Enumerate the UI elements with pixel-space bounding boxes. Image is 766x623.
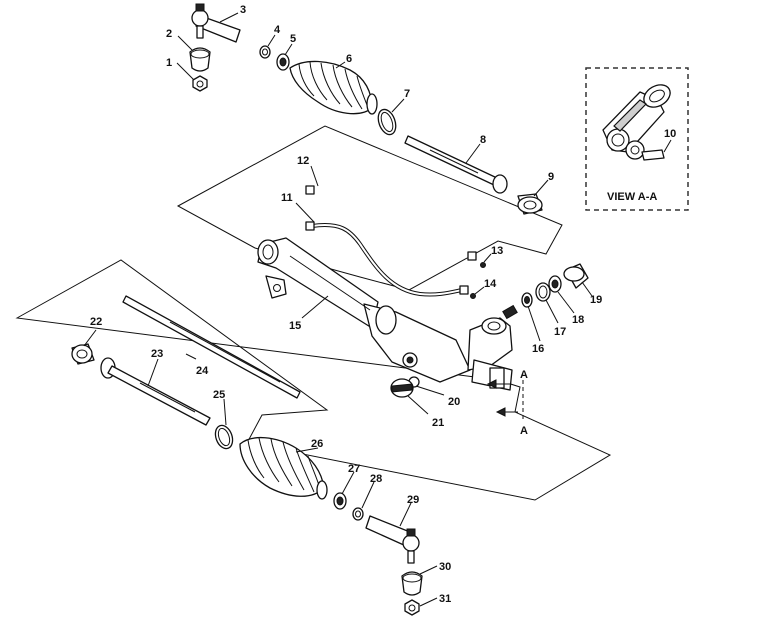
callout-3: 3 bbox=[240, 4, 246, 16]
callout-24: 24 bbox=[196, 365, 209, 377]
callout-2: 2 bbox=[166, 28, 172, 40]
callout-20: 20 bbox=[448, 396, 460, 408]
callout-4: 4 bbox=[274, 24, 281, 36]
callout-21: 21 bbox=[432, 417, 444, 429]
callout-19: 19 bbox=[590, 294, 602, 306]
view-a-a-label: VIEW A-A bbox=[607, 191, 657, 203]
boot-clamp-large-upper bbox=[377, 108, 397, 136]
rack-bellows-boot-upper bbox=[289, 60, 378, 115]
hydraulic-line-lower bbox=[305, 221, 469, 297]
rack-bellows-boot-lower bbox=[239, 437, 328, 500]
view-a-a-frame bbox=[585, 67, 689, 211]
callout-13: 13 bbox=[491, 245, 503, 257]
section-arrows bbox=[486, 379, 524, 420]
section-marker-bottom: A bbox=[520, 425, 528, 437]
jam-nut-lower bbox=[352, 507, 364, 521]
callout-1: 1 bbox=[166, 57, 172, 69]
castle-nut-lower bbox=[404, 599, 420, 616]
callout-labels: 1 2 3 4 5 6 7 8 9 10 11 12 13 14 15 16 1… bbox=[90, 4, 676, 605]
boot-clamp-small-lower bbox=[333, 492, 347, 510]
callout-29: 29 bbox=[407, 494, 419, 506]
inner-tie-rod-lower bbox=[100, 357, 211, 426]
rack-bushing-upper bbox=[517, 193, 543, 215]
valve-housing-detail bbox=[602, 84, 671, 161]
section-marker-top: A bbox=[520, 369, 528, 381]
callout-17: 17 bbox=[554, 326, 566, 338]
o-ring-14 bbox=[470, 293, 476, 299]
ball-stud-boot-upper bbox=[189, 47, 211, 72]
rack-housing bbox=[257, 237, 518, 391]
snap-ring-17 bbox=[535, 282, 551, 302]
hydraulic-line-upper bbox=[305, 185, 477, 264]
o-ring-13 bbox=[480, 262, 486, 268]
callout-25: 25 bbox=[213, 389, 225, 401]
steering-rack bbox=[122, 295, 301, 399]
boot-clamp-large-lower bbox=[214, 424, 234, 450]
adjuster-cap-21 bbox=[390, 378, 414, 398]
callout-27: 27 bbox=[348, 463, 360, 475]
rack-bushing-lower bbox=[71, 343, 95, 365]
callout-26: 26 bbox=[311, 438, 323, 450]
boot-clamp-small-upper bbox=[276, 53, 290, 71]
callout-5: 5 bbox=[290, 33, 296, 45]
castle-nut-upper bbox=[192, 75, 208, 92]
inner-tie-rod-upper bbox=[404, 135, 508, 194]
outer-tie-rod-end-lower bbox=[365, 515, 420, 564]
callout-23: 23 bbox=[151, 348, 163, 360]
callout-31: 31 bbox=[439, 593, 451, 605]
callout-8: 8 bbox=[480, 134, 486, 146]
callout-16: 16 bbox=[532, 343, 544, 355]
callout-14: 14 bbox=[484, 278, 497, 290]
pinion-bearing-18 bbox=[548, 275, 562, 293]
callout-30: 30 bbox=[439, 561, 451, 573]
callout-18: 18 bbox=[572, 314, 584, 326]
callout-11: 11 bbox=[281, 192, 293, 204]
callout-10: 10 bbox=[664, 128, 676, 140]
callout-6: 6 bbox=[346, 53, 352, 65]
ball-stud-boot-lower bbox=[401, 571, 423, 596]
dust-cap-19 bbox=[563, 263, 589, 289]
callout-7: 7 bbox=[404, 88, 410, 100]
callout-28: 28 bbox=[370, 473, 382, 485]
pinion-seal-16 bbox=[521, 292, 533, 308]
lower-reference-plane bbox=[15, 259, 612, 501]
callout-15: 15 bbox=[289, 320, 301, 332]
upper-reference-plane bbox=[176, 125, 563, 291]
jam-nut-upper bbox=[259, 45, 271, 59]
outer-tie-rod-end-upper bbox=[191, 3, 241, 43]
leader-lines bbox=[83, 12, 593, 607]
callout-9: 9 bbox=[548, 171, 554, 183]
callout-12: 12 bbox=[297, 155, 309, 167]
callout-22: 22 bbox=[90, 316, 102, 328]
